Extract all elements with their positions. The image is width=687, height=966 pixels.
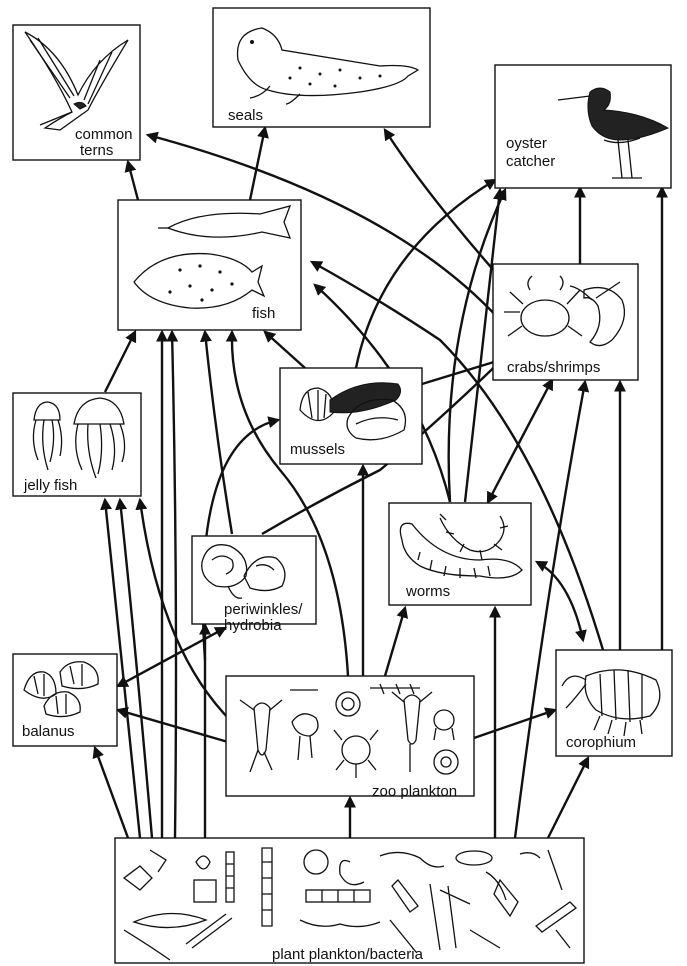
arrow-worms-to-crabs xyxy=(488,380,552,502)
common-terns-label-line2: terns xyxy=(80,142,113,159)
arrow-zooplankton-to-balanus xyxy=(118,710,228,742)
node-corophium: corophium xyxy=(556,650,672,756)
zoo-plankton-label: zoo plankton xyxy=(372,783,457,800)
arrow-periwinkles-to-fish xyxy=(205,332,232,534)
node-seals: seals xyxy=(213,8,430,127)
worms-label: worms xyxy=(405,583,450,600)
mussels-label: mussels xyxy=(290,441,345,458)
arrow-zooplankton-to-worms xyxy=(385,608,405,676)
node-periwinkles-hydrobia: periwinkles/ hydrobia xyxy=(192,536,316,634)
arrow-zooplankton-to-corophium xyxy=(474,710,555,738)
node-crabs-shrimps: crabs/shrimps xyxy=(493,264,638,380)
arrow-jellyfish-to-fish xyxy=(105,332,135,392)
node-plant-plankton-bacteria: plant plankton/bacteria xyxy=(115,838,584,963)
periwinkles-label-line2: hydrobia xyxy=(224,617,282,634)
node-fish: fish xyxy=(118,200,301,330)
arrow-mussels-to-fish xyxy=(265,332,305,368)
corophium-label: corophium xyxy=(566,734,636,751)
crabs-shrimps-label: crabs/shrimps xyxy=(507,359,600,376)
seals-label: seals xyxy=(228,107,263,124)
node-worms: worms xyxy=(389,503,531,605)
balanus-label: balanus xyxy=(22,723,75,740)
oyster-catcher-label-line1: oyster xyxy=(506,135,547,152)
arrow-fish-to-terns xyxy=(128,162,138,200)
fish-label: fish xyxy=(252,305,275,322)
node-mussels: mussels xyxy=(280,368,422,464)
oyster-catcher-label-line2: catcher xyxy=(506,153,555,170)
arrow-plankton-to-fish-b xyxy=(172,332,176,838)
node-zoo-plankton: zoo plankton xyxy=(226,676,474,800)
arrow-plankton-to-corophium xyxy=(548,758,588,838)
periwinkles-label-line1: periwinkles/ xyxy=(224,601,303,618)
node-jelly-fish: jelly fish xyxy=(13,393,141,496)
jelly-fish-label: jelly fish xyxy=(23,477,77,494)
arrow-plankton-to-balanus xyxy=(95,748,128,838)
node-balanus: balanus xyxy=(13,654,117,746)
arrow-fish-to-seals xyxy=(250,128,265,200)
node-common-terns: common terns xyxy=(13,25,140,160)
plant-plankton-label: plant plankton/bacteria xyxy=(272,946,424,963)
node-oyster-catcher: oyster catcher xyxy=(495,65,671,188)
common-terns-label-line1: common xyxy=(75,126,133,143)
